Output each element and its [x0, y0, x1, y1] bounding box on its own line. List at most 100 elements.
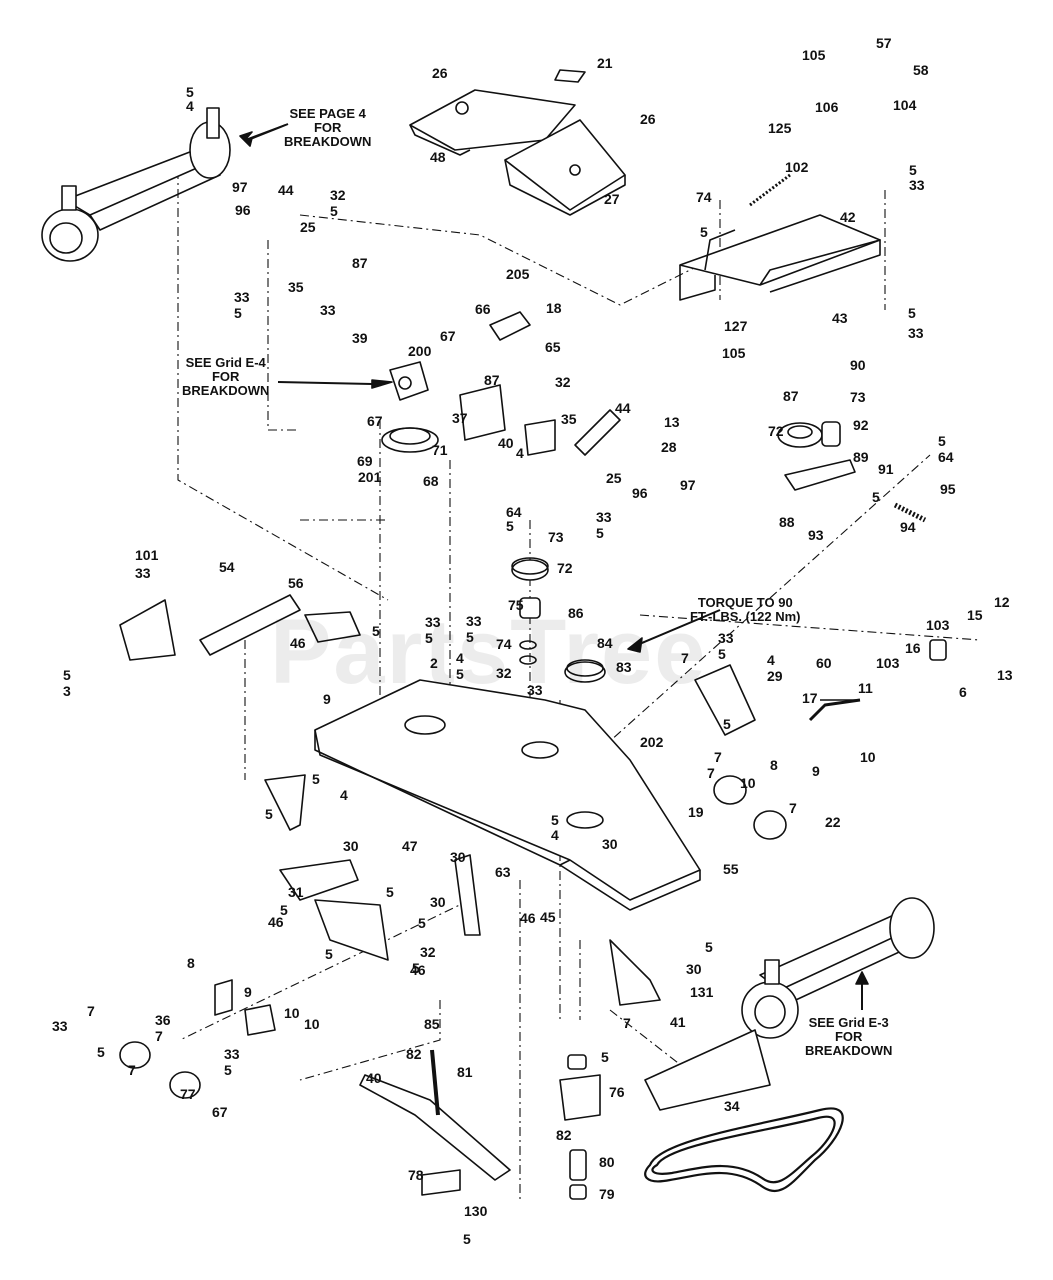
part-number-label: 40 — [498, 435, 514, 451]
part-number-label: 78 — [408, 1167, 424, 1183]
part-number-label: 202 — [640, 734, 664, 750]
part-number-label: 82 — [556, 1127, 572, 1143]
gearbox-assembly — [381, 311, 621, 456]
part-number-label: 25 — [606, 470, 622, 486]
part-number-label: 105 — [802, 47, 826, 63]
watermark: PartsTree — [270, 601, 708, 703]
part-number-label: 64 — [938, 449, 954, 465]
part-number-label: 94 — [900, 519, 916, 535]
part-number-label: 5 — [412, 960, 420, 976]
part-number-label: 2 — [430, 655, 438, 671]
part-number-label: 5 — [234, 305, 242, 321]
part-number-label: 5 — [325, 946, 333, 962]
part-number-label: 45 — [540, 909, 556, 925]
part-number-label: 9 — [244, 984, 252, 1000]
callout-line: FOR — [313, 120, 342, 135]
part-number-label: 67 — [212, 1104, 228, 1120]
part-number-label: 46 — [410, 962, 426, 978]
part-number-label: 5 — [938, 433, 946, 449]
callout-see-grid-e3: SEE Grid E-3 FOR BREAKDOWN — [805, 1016, 892, 1058]
part-number-label: 44 — [615, 400, 631, 416]
part-number-label: 44 — [278, 182, 294, 198]
callout-see-grid-e4: SEE Grid E-4 FOR BREAKDOWN — [182, 356, 269, 398]
part-number-label: 90 — [850, 357, 866, 373]
part-number-label: 92 — [853, 417, 869, 433]
part-number-label: 72 — [557, 560, 573, 576]
part-number-label: 87 — [352, 255, 368, 271]
part-number-label: 7 — [714, 749, 722, 765]
part-number-label: 32 — [555, 374, 571, 390]
part-number-label: 5 — [63, 667, 71, 683]
right-caster-assembly — [741, 897, 935, 1039]
part-number-label: 5 — [872, 489, 880, 505]
part-number-label: 30 — [686, 961, 702, 977]
part-number-label: 56 — [288, 575, 304, 591]
part-number-label: 4 — [767, 652, 775, 668]
part-number-label: 10 — [304, 1016, 320, 1032]
part-number-label: 43 — [832, 310, 848, 326]
part-number-label: 95 — [940, 481, 956, 497]
part-number-label: 33 — [234, 289, 250, 305]
part-number-label: 30 — [430, 894, 446, 910]
part-number-label: 81 — [457, 1064, 473, 1080]
part-number-label: 66 — [475, 301, 491, 317]
part-number-label: 5 — [372, 623, 380, 639]
part-number-label: 103 — [926, 617, 950, 633]
callout-line: FT.-LBS. (122 Nm) — [690, 609, 801, 624]
callout-line: FOR — [834, 1029, 863, 1044]
part-number-label: 9 — [812, 763, 820, 779]
part-number-label: 5 — [425, 630, 433, 646]
part-number-label: 36 — [155, 1012, 171, 1028]
part-number-label: 35 — [288, 279, 304, 295]
part-number-label: 5 — [418, 915, 426, 931]
part-number-label: 127 — [724, 318, 748, 334]
part-number-label: 5 — [456, 666, 464, 682]
part-number-label: 86 — [568, 605, 584, 621]
part-number-label: 5 — [596, 525, 604, 541]
blade-spindle — [359, 1029, 771, 1200]
part-number-label: 72 — [768, 423, 784, 439]
part-number-label: 5 — [551, 812, 559, 828]
part-number-label: 33 — [527, 682, 543, 698]
part-number-label: 3 — [63, 683, 71, 699]
part-number-label: 5 — [186, 84, 194, 100]
part-number-label: 9 — [323, 691, 331, 707]
part-number-label: 17 — [802, 690, 818, 706]
part-number-label: 33 — [224, 1046, 240, 1062]
part-number-label: 5 — [909, 162, 917, 178]
part-number-label: 31 — [288, 884, 304, 900]
part-number-label: 96 — [632, 485, 648, 501]
callout-line: TORQUE TO 90 — [697, 595, 793, 610]
part-number-label: 106 — [815, 99, 839, 115]
part-number-label: 7 — [155, 1028, 163, 1044]
part-number-label: 33 — [466, 613, 482, 629]
callout-line: BREAKDOWN — [284, 134, 372, 149]
part-number-label: 54 — [219, 559, 235, 575]
part-number-label: 87 — [783, 388, 799, 404]
part-number-label: 104 — [893, 97, 917, 113]
part-number-label: 4 — [186, 98, 194, 114]
part-number-label: 71 — [432, 442, 448, 458]
part-number-label: 55 — [723, 861, 739, 877]
part-number-label: 5 — [908, 305, 916, 321]
part-number-label: 5 — [506, 518, 514, 534]
rollers — [119, 1041, 201, 1099]
callout-line: BREAKDOWN — [182, 383, 270, 398]
callout-line: BREAKDOWN — [805, 1043, 893, 1058]
callout-line: SEE Grid E-4 — [185, 355, 266, 370]
part-number-label: 130 — [464, 1203, 488, 1219]
part-number-label: 201 — [358, 469, 382, 485]
part-number-label: 69 — [357, 453, 373, 469]
part-number-label: 26 — [640, 111, 656, 127]
part-number-label: 97 — [232, 179, 248, 195]
part-number-label: 22 — [825, 814, 841, 830]
part-number-label: 58 — [913, 62, 929, 78]
part-number-label: 7 — [623, 1015, 631, 1031]
part-number-label: 13 — [664, 414, 680, 430]
part-number-label: 33 — [909, 177, 925, 193]
part-number-label: 83 — [616, 659, 632, 675]
part-number-label: 60 — [816, 655, 832, 671]
part-number-label: 35 — [561, 411, 577, 427]
part-number-label: 97 — [680, 477, 696, 493]
